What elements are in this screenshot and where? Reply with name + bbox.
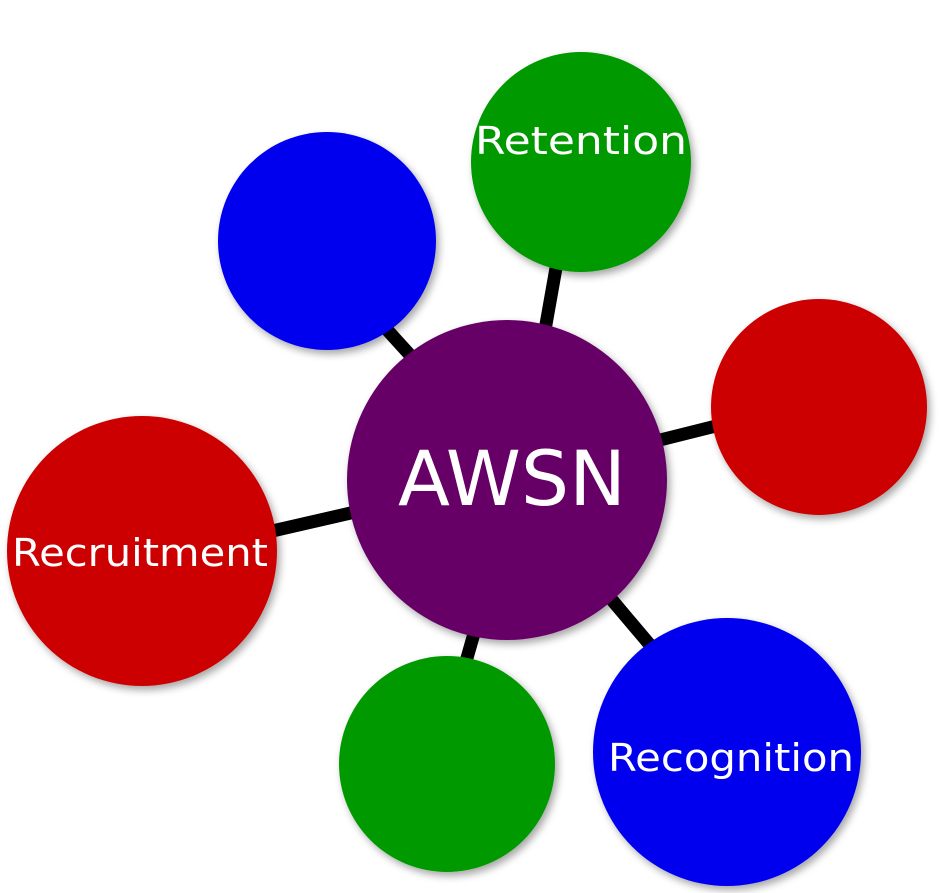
node-retention — [471, 52, 691, 272]
node-red-right — [711, 299, 927, 515]
node-recruitment-label: Recruitment — [12, 531, 268, 575]
node-retention-circle — [471, 52, 691, 272]
node-recruitment — [7, 416, 277, 686]
hub — [347, 320, 667, 640]
node-retention-label: Retention — [475, 119, 687, 163]
hub-label: AWSN — [398, 434, 626, 523]
node-recognition-circle — [593, 618, 861, 886]
node-recruitment-circle — [7, 416, 277, 686]
connector-retention — [538, 266, 563, 332]
node-blue-top-left — [218, 132, 436, 350]
node-blue-top-left-circle — [218, 132, 436, 350]
node-recognition — [593, 618, 861, 886]
connector-red-right — [658, 418, 722, 447]
connector-recruitment — [266, 505, 357, 539]
hub-circle — [347, 320, 667, 640]
node-red-right-circle — [711, 299, 927, 515]
node-recognition-label: Recognition — [608, 736, 854, 780]
connector-recognition — [607, 595, 655, 650]
node-green-bottom-circle — [339, 656, 555, 872]
connectors — [266, 266, 722, 667]
node-green-bottom — [339, 656, 555, 872]
